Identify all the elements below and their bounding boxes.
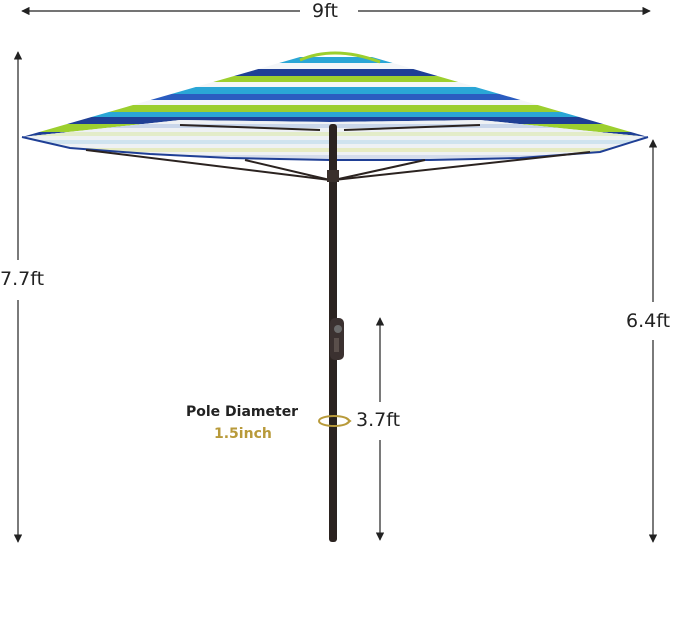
crank-handle-icon — [330, 318, 344, 360]
lower-pole-label: 3.7ft — [356, 409, 401, 431]
pole-diameter-title: Pole Diameter — [186, 404, 299, 420]
pole-diameter-value: 1.5inch — [214, 426, 272, 442]
total-height-label: 7.7ft — [0, 268, 45, 290]
dimension-arrow-icon — [13, 6, 658, 543]
canopy-ribs — [85, 124, 591, 181]
rotation-ring-icon — [318, 415, 352, 427]
canopy-clearance-label: 6.4ft — [626, 310, 671, 332]
width-label: 9ft — [312, 0, 338, 22]
canopy-vent — [299, 51, 381, 64]
